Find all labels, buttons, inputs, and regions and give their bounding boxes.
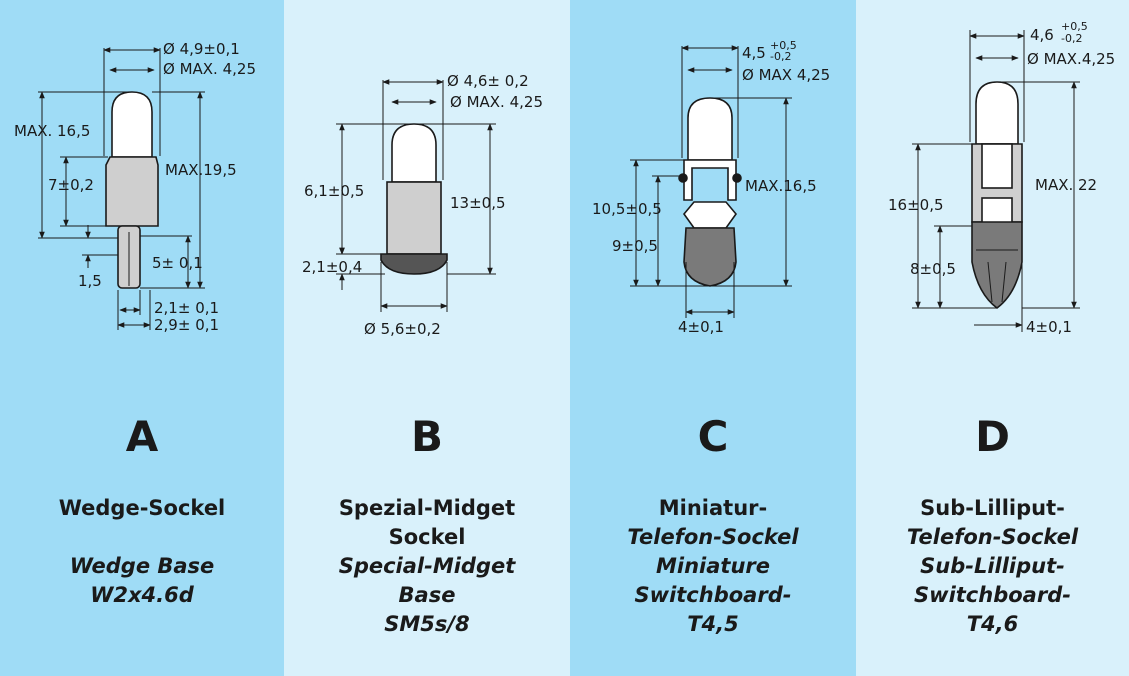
caption-b-en-1: Special-Midget <box>338 554 516 578</box>
lamp-b-glass <box>391 123 437 183</box>
dim-b-h61: 6,1±0,5 <box>304 182 364 200</box>
dim-d-h8: 8±0,5 <box>910 260 956 278</box>
lamp-c-body <box>683 159 737 201</box>
caption-c-en-1: Miniature <box>655 554 770 578</box>
dim-b-d1: Ø 4,6± 0,2 <box>447 72 529 90</box>
caption-d-en-3: T4,6 <box>966 612 1019 636</box>
dim-d-d1-tol-dn: -0,2 <box>1061 32 1082 45</box>
lamp-b-base <box>386 181 442 255</box>
caption-b: Spezial-Midget Sockel Special-Midget Bas… <box>284 494 570 639</box>
dim-d-max22: MAX. 22 <box>1035 176 1097 194</box>
dim-c-h105: 10,5±0,5 <box>592 200 662 218</box>
lamp-c-hex <box>682 201 738 229</box>
dim-c-d1-tol-up: +0,5 <box>770 39 797 52</box>
caption-a-en-2: W2x4.6d <box>90 583 194 607</box>
dim-b-d56: Ø 5,6±0,2 <box>364 320 441 338</box>
dim-a-w21: 2,1± 0,1 <box>154 299 219 317</box>
caption-a-en-1: Wedge Base <box>69 554 215 578</box>
dim-d-h16: 16±0,5 <box>888 196 944 214</box>
caption-c-de-1: Miniatur- <box>658 496 768 520</box>
lamp-b-flange <box>380 253 448 275</box>
caption-d-en-1: Sub-Lilliput- <box>920 554 1065 578</box>
dim-b-h21: 2,1±0,4 <box>302 258 362 276</box>
label-d: D <box>975 412 1010 461</box>
caption-c-en-2: Switchboard- <box>634 583 792 607</box>
drawing-a: Ø 4,9±0,1 Ø MAX. 4,25 MAX. 16,5 7±0,2 MA… <box>14 40 256 334</box>
caption-c-de-2: Telefon-Sockel <box>627 525 799 549</box>
caption-a-de: Wedge-Sockel <box>58 496 226 520</box>
label-b: B <box>410 412 443 461</box>
caption-b-de-1: Spezial-Midget <box>338 496 516 520</box>
dim-a-w29: 2,9± 0,1 <box>154 316 219 334</box>
drawing-c: 4,5 +0,5 -0,2 Ø MAX 4,25 10,5±0,5 9±0,5 … <box>592 39 830 336</box>
lamp-a-glass <box>111 91 153 158</box>
caption-a: Wedge-Sockel Wedge Base W2x4.6d <box>0 494 284 610</box>
label-a: A <box>125 412 159 461</box>
caption-b-en-2: Base <box>398 583 456 607</box>
lamp-d-glass <box>975 81 1019 145</box>
caption-d: Sub-Lilliput- Telefon-Sockel Sub-Lillipu… <box>856 494 1129 639</box>
dim-a-h5: 5± 0,1 <box>152 254 203 272</box>
dim-a-d2: Ø MAX. 4,25 <box>163 60 256 78</box>
drawing-d: 4,6 +0,5 -0,2 Ø MAX.4,25 16±0,5 8±0,5 MA… <box>888 20 1115 336</box>
caption-b-de-2: Sockel <box>388 525 466 549</box>
drawing-b: Ø 4,6± 0,2 Ø MAX. 4,25 6,1±0,5 13±0,5 2,… <box>302 72 543 338</box>
caption-d-de-1: Sub-Lilliput- <box>920 496 1065 520</box>
dim-c-w4: 4±0,1 <box>678 318 724 336</box>
dim-d-d1-tol-up: +0,5 <box>1061 20 1088 33</box>
lamp-c-glass <box>687 97 733 161</box>
dim-a-h7: 7±0,2 <box>48 176 94 194</box>
caption-d-de-2: Telefon-Sockel <box>906 525 1079 549</box>
dim-c-d1: 4,5 <box>742 44 766 62</box>
lamp-a-base <box>105 156 159 227</box>
dim-c-d2: Ø MAX 4,25 <box>742 66 830 84</box>
caption-d-en-2: Switchboard- <box>914 583 1071 607</box>
dim-d-w4: 4±0,1 <box>1026 318 1072 336</box>
dim-d-d1: 4,6 <box>1030 26 1054 44</box>
caption-b-en-3: SM5s/8 <box>384 612 470 636</box>
dim-c-d1-tol-dn: -0,2 <box>770 50 791 63</box>
dim-b-h13: 13±0,5 <box>450 194 506 212</box>
dim-a-max16: MAX. 16,5 <box>14 122 90 140</box>
dim-a-h15: 1,5 <box>78 272 102 290</box>
dim-a-d1: Ø 4,9±0,1 <box>163 40 240 58</box>
lamp-c-tip <box>683 227 737 287</box>
dim-a-max19: MAX.19,5 <box>165 161 237 179</box>
caption-c: Miniatur- Telefon-Sockel Miniature Switc… <box>570 494 856 639</box>
dim-b-d2: Ø MAX. 4,25 <box>450 93 543 111</box>
label-c: C <box>697 412 729 461</box>
lamp-d-tip <box>971 221 1023 309</box>
caption-c-en-3: T4,5 <box>687 612 739 636</box>
dim-c-h9: 9±0,5 <box>612 237 658 255</box>
dim-c-max16: MAX.16,5 <box>745 177 817 195</box>
panel-b <box>284 0 570 676</box>
dim-d-d2: Ø MAX.4,25 <box>1027 50 1115 68</box>
